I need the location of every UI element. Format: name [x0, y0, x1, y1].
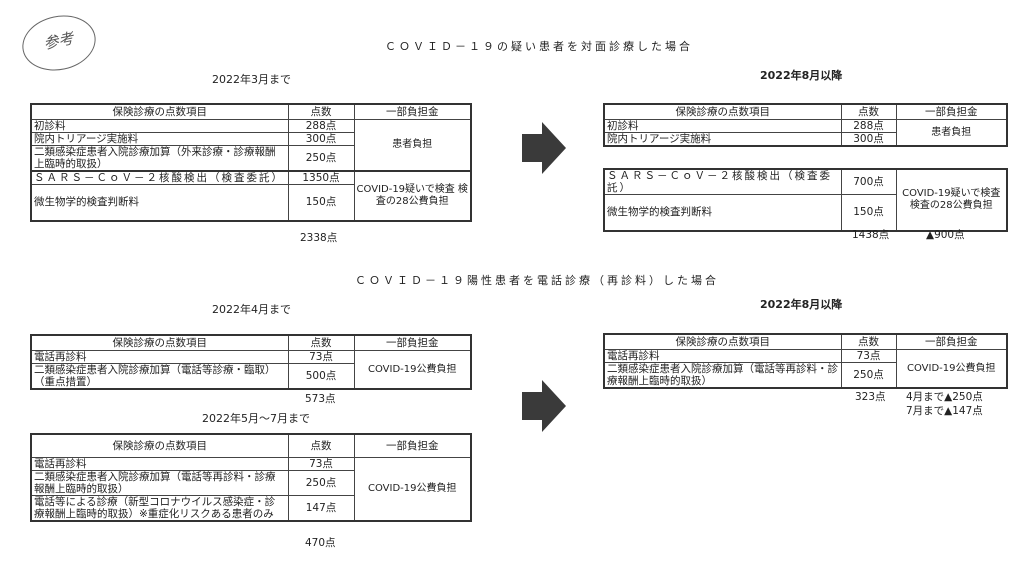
- section1-title: ＣＯＶＩＤ－１９の疑い患者を対面診療した場合: [385, 40, 693, 53]
- row-points: 73点: [287, 457, 355, 471]
- row-item: 微生物学的検査判断料: [30, 184, 289, 221]
- row-item: 院内トリアージ実施料: [30, 132, 289, 146]
- row-item: 二類感染症患者入院診療加算（電話等診療・臨取）（重点措置）: [30, 363, 289, 390]
- row-points: 150点: [287, 184, 355, 221]
- row-points: 700点: [840, 168, 897, 195]
- total-s2-before1: 573点: [305, 393, 336, 405]
- total-s1-before: 2338点: [300, 232, 338, 244]
- reference-stamp: 参考: [17, 8, 101, 78]
- before2-period-label: 2022年5月～7月まで: [202, 412, 310, 425]
- row-item: ＳＡＲＳ－ＣｏＶ－２核酸検出（検査委託）: [30, 170, 289, 185]
- row-item: 初診料: [603, 119, 842, 133]
- table-row: 二類感染症患者入院診療加算（外来診療・診療報酬上臨時的取扱）250点: [30, 145, 471, 172]
- header-points: 点数: [287, 334, 355, 351]
- header-fee: 一部負担金: [353, 334, 472, 351]
- header-fee: 一部負担金: [895, 333, 1008, 350]
- row-points: 147点: [287, 495, 355, 522]
- header-points: 点数: [840, 333, 897, 350]
- row-item: 電話等による診療（新型コロナウイルス感染症・診療報酬上臨時的取扱）※重症化リスク…: [30, 495, 289, 522]
- table-row: 電話等による診療（新型コロナウイルス感染症・診療報酬上臨時的取扱）※重症化リスク…: [30, 495, 471, 522]
- row-item: 微生物学的検査判断料: [603, 194, 842, 231]
- header-points: 点数: [287, 103, 355, 120]
- row-points: 288点: [287, 119, 355, 133]
- row-item: 二類感染症患者入院診療加算（電話等再診料・診療報酬上臨時的取扱）: [30, 470, 289, 496]
- row-points: 250点: [287, 145, 355, 172]
- row-points: 1350点: [287, 170, 355, 185]
- header-points: 点数: [287, 433, 355, 458]
- header-points: 点数: [840, 103, 897, 120]
- after-period-label: 2022年8月以降: [760, 69, 843, 82]
- row-points: 73点: [840, 349, 897, 363]
- header-item: 保険診療の点数項目: [603, 333, 842, 350]
- before1-period-label: 2022年4月まで: [212, 303, 291, 316]
- row-item: ＳＡＲＳ－ＣｏＶ－２核酸検出（検査委託）: [603, 168, 842, 195]
- before-period-label: 2022年3月まで: [212, 73, 291, 86]
- header-item: 保険診療の点数項目: [603, 103, 842, 120]
- row-fee: COVID-19公費負担: [353, 350, 472, 390]
- diff-s2-july: 7月まで▲147点: [906, 405, 983, 417]
- row-item: 電話再診料: [30, 350, 289, 364]
- arrow-right-icon: [522, 380, 566, 432]
- row-points: 288点: [840, 119, 897, 133]
- header-item: 保険診療の点数項目: [30, 433, 289, 458]
- after2-period-label: 2022年8月以降: [760, 298, 843, 311]
- row-points: 500点: [287, 363, 355, 390]
- row-fee: COVID-19疑いで検査 検査の28公費負担: [353, 170, 472, 221]
- table-row: 二類感染症患者入院診療加算（電話等診療・臨取）（重点措置）500点: [30, 363, 471, 390]
- header-item: 保険診療の点数項目: [30, 103, 289, 120]
- row-points: 150点: [840, 194, 897, 231]
- table-row: 二類感染症患者入院診療加算（電話等再診料・診療報酬上臨時的取扱）250点: [603, 362, 1007, 389]
- total-s2-after: 323点: [855, 391, 886, 403]
- table-row: 二類感染症患者入院診療加算（電話等再診料・診療報酬上臨時的取扱）250点: [30, 470, 471, 496]
- row-item: 二類感染症患者入院診療加算（電話等再診料・診療報酬上臨時的取扱）: [603, 362, 842, 389]
- row-points: 250点: [840, 362, 897, 389]
- header-fee: 一部負担金: [353, 103, 472, 120]
- row-item: 電話再診料: [603, 349, 842, 363]
- row-points: 300点: [840, 132, 897, 147]
- arrow-right-icon: [522, 122, 566, 174]
- header-fee: 一部負担金: [353, 433, 472, 458]
- row-item: 初診料: [30, 119, 289, 133]
- row-fee: COVID-19疑いで検査 検査の28公費負担: [895, 168, 1008, 231]
- row-fee: COVID-19公費負担: [895, 349, 1008, 389]
- section2-title: ＣＯＶＩＤ－１９陽性患者を電話診療（再診料）した場合: [355, 274, 719, 287]
- diff-s1-after: ▲900点: [926, 229, 965, 241]
- row-item: 二類感染症患者入院診療加算（外来診療・診療報酬上臨時的取扱）: [30, 145, 289, 172]
- header-item: 保険診療の点数項目: [30, 334, 289, 351]
- row-item: 院内トリアージ実施料: [603, 132, 842, 147]
- row-points: 300点: [287, 132, 355, 146]
- header-fee: 一部負担金: [895, 103, 1008, 120]
- diff-s2-april: 4月まで▲250点: [906, 391, 983, 403]
- row-points: 73点: [287, 350, 355, 364]
- row-fee: 患者負担: [353, 119, 472, 172]
- row-fee: COVID-19公費負担: [353, 457, 472, 522]
- total-s1-after: 1438点: [852, 229, 890, 241]
- row-fee: 患者負担: [895, 119, 1008, 147]
- row-points: 250点: [287, 470, 355, 496]
- row-item: 電話再診料: [30, 457, 289, 471]
- total-s2-before2: 470点: [305, 537, 336, 549]
